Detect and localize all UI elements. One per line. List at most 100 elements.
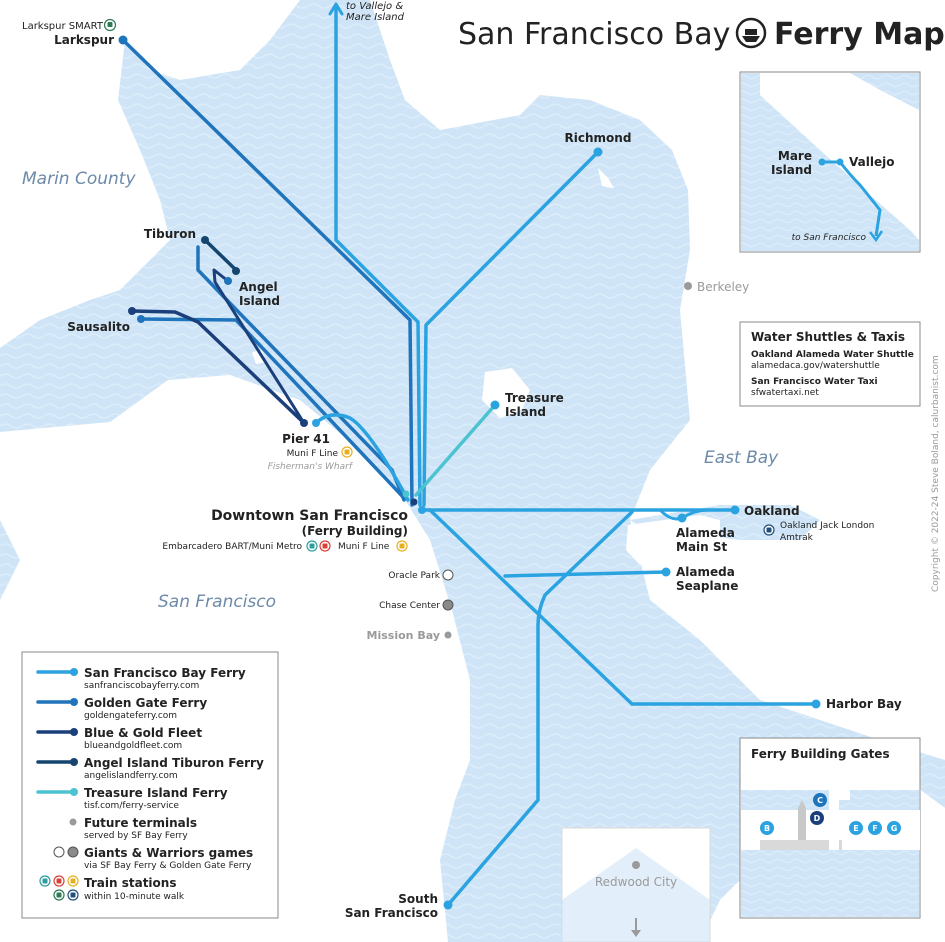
station-sausalito	[128, 307, 136, 315]
inset-vallejo: Mare Island Vallejo to San Francisco	[739, 71, 921, 253]
legend-item-url: blueandgoldfleet.com	[84, 741, 182, 751]
train-icon-legend-4	[53, 889, 65, 901]
station-alameda-seaplane	[661, 567, 671, 577]
svg-text:G: G	[891, 824, 898, 833]
label-larkspur-smart: Larkspur SMART	[22, 21, 104, 32]
label-harbor-bay: Harbor Bay	[826, 697, 902, 711]
svg-text:E: E	[853, 824, 858, 833]
label-treasure-1: Treasure	[505, 391, 564, 405]
label-south-sf-2: San Francisco	[345, 906, 438, 920]
train-icon-legend-5	[67, 889, 79, 901]
gate-g: G	[887, 821, 901, 835]
station-harbor-bay	[811, 699, 821, 709]
ferry-icon-boat	[742, 29, 760, 42]
station-richmond	[593, 147, 603, 157]
inset-label-to-sf: to San Francisco	[792, 233, 867, 243]
legend-item-name: San Francisco Bay Ferry	[84, 666, 246, 680]
inset-label-mare-1: Mare	[778, 149, 812, 163]
bart-icon	[306, 540, 318, 552]
legend-item-url: goldengateferry.com	[84, 711, 177, 721]
svg-text:B: B	[764, 824, 770, 833]
label-sausalito: Sausalito	[67, 320, 130, 334]
station-pier41-b	[312, 419, 320, 427]
amtrak-icon	[763, 524, 775, 536]
legend-item: Treasure Island Ferrytisf.com/ferry-serv…	[36, 786, 228, 811]
shuttles-item1-url: alamedaca.gov/watershuttle	[751, 361, 880, 371]
label-larkspur: Larkspur	[54, 33, 114, 47]
copyright: Copyright © 2022-24 Steve Boland, calurb…	[931, 355, 941, 592]
station-south-sf	[443, 900, 453, 910]
label-downtown: Downtown San Francisco	[211, 508, 408, 524]
legend-games-sub: via SF Bay Ferry & Golden Gate Ferry	[84, 861, 252, 871]
label-oakland-amtrak-2: Amtrak	[780, 533, 814, 543]
legend-train: Train stations within 10-minute walk	[39, 875, 185, 902]
region-sf: San Francisco	[158, 592, 276, 612]
legend-item: Angel Island Tiburon Ferryangelislandfer…	[36, 756, 264, 781]
label-alameda-main-1: Alameda	[676, 526, 735, 540]
label-tiburon: Tiburon	[144, 227, 196, 241]
redwood-city-area	[561, 827, 711, 942]
stations	[118, 35, 821, 910]
label-alameda-main-2: Main St	[676, 540, 728, 554]
label-redwood-city: Redwood City	[595, 875, 677, 889]
label-vallejo-arrow-1: to Vallejo &	[346, 1, 403, 12]
label-pier41-sub: Muni F Line	[287, 449, 339, 459]
legend-item: San Francisco Bay Ferrysanfranciscobayfe…	[36, 666, 246, 691]
legend-dot	[70, 788, 78, 796]
inset-label-mare-2: Island	[771, 163, 812, 177]
terminal-labels: Larkspur SMART Larkspur to Vallejo & Mar…	[22, 1, 902, 920]
label-alameda-seaplane-2: Seaplane	[676, 579, 738, 593]
legend-item-url: angelislandferry.com	[84, 771, 178, 781]
label-fishermans-wharf: Fisherman's Wharf	[268, 462, 354, 472]
station-pier41-a	[300, 419, 308, 427]
legend-games: Giants & Warriors games via SF Bay Ferry…	[53, 846, 253, 871]
ferry-icon	[735, 17, 767, 49]
shuttles-item1-name: Oakland Alameda Water Shuttle	[751, 350, 914, 360]
label-oracle-park: Oracle Park	[388, 571, 440, 581]
shuttles-box: Water Shuttles & Taxis Oakland Alameda W…	[739, 321, 921, 407]
legend-item-name: Blue & Gold Fleet	[84, 726, 202, 740]
land-patches	[252, 168, 720, 565]
legend-dot	[70, 728, 78, 736]
legend-future: Future terminals served by SF Bay Ferry	[69, 816, 197, 841]
region-east-bay: East Bay	[704, 448, 779, 468]
station-oracle-park	[442, 569, 454, 581]
legend-future-sub: served by SF Bay Ferry	[84, 831, 188, 841]
inset-label-vallejo: Vallejo	[849, 155, 894, 169]
label-alameda-seaplane-1: Alameda	[676, 565, 735, 579]
shuttles-item2-name: San Francisco Water Taxi	[751, 377, 878, 387]
gate-c: C	[813, 793, 827, 807]
label-vallejo-arrow-2: Mare Island	[346, 12, 405, 23]
label-downtown-transit: Embarcadero BART/Muni Metro	[162, 542, 302, 552]
train-icon-legend-3	[67, 875, 79, 887]
label-oakland-amtrak-1: Oakland Jack London	[780, 521, 874, 531]
gates-title: Ferry Building Gates	[751, 747, 890, 761]
train-icon-legend-2	[53, 875, 65, 887]
station-downtown-1	[402, 490, 410, 498]
title-part1: San Francisco Bay	[458, 17, 730, 52]
label-pier41: Pier 41	[282, 432, 330, 446]
legend: San Francisco Bay Ferrysanfranciscobayfe…	[21, 651, 279, 919]
station-berkeley	[684, 282, 692, 290]
station-oakland	[730, 505, 740, 515]
region-marin: Marin County	[22, 169, 136, 189]
shuttles-item2-url: sfwatertaxi.net	[751, 388, 819, 398]
station-larkspur	[118, 35, 128, 45]
label-treasure-2: Island	[505, 405, 546, 419]
legend-dot	[70, 758, 78, 766]
title-part2: Ferry Map	[774, 17, 945, 52]
legend-train-sub: within 10-minute walk	[84, 892, 185, 902]
legend-dot	[70, 698, 78, 706]
legend-future-name: Future terminals	[84, 816, 197, 830]
shuttles-title: Water Shuttles & Taxis	[751, 330, 905, 344]
gate-b: B	[760, 821, 774, 835]
legend-train-name: Train stations	[84, 876, 176, 890]
station-sausalito-2	[137, 315, 145, 323]
station-treasure-island	[490, 400, 500, 410]
legend-dot	[70, 668, 78, 676]
legend-item-name: Angel Island Tiburon Ferry	[84, 756, 264, 770]
gate-f: F	[868, 821, 882, 835]
